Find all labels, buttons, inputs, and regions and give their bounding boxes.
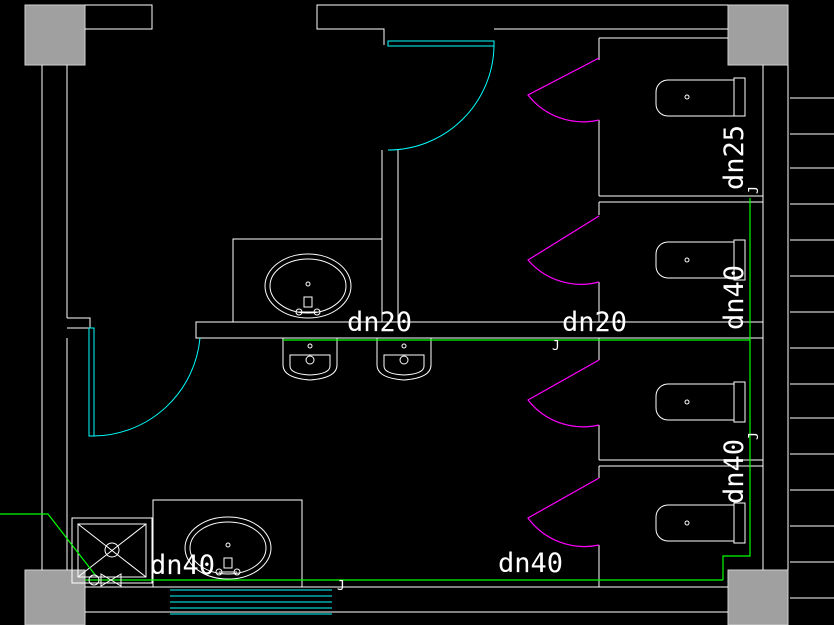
sink-upper: [264, 253, 352, 319]
pipe-inlet-left: [0, 513, 97, 577]
partition-horizontal: [195, 321, 764, 339]
counter-upper: [232, 238, 382, 322]
stall-door-1: [527, 57, 600, 123]
label-dn25: dn25: [719, 125, 750, 190]
stall-door-2: [527, 215, 600, 285]
sinks: [184, 253, 352, 580]
door-leaf-left: [88, 327, 95, 437]
wall-left-notch: [67, 317, 91, 329]
sink-lower: [184, 516, 272, 580]
toilet-4: [655, 502, 746, 544]
toilet-1: [655, 77, 746, 117]
label-dn40-bottom-left: dn40: [150, 550, 215, 581]
main-doors: [88, 40, 495, 437]
toilet-2: [655, 239, 746, 281]
fitting-j3: J: [747, 186, 762, 194]
fitting-j2: J: [337, 579, 345, 594]
stall-door-4: [527, 477, 600, 548]
column-bottom-left: [24, 569, 86, 625]
valve-symbol: [88, 573, 122, 587]
label-dn40-right-lower: dn40: [719, 439, 750, 504]
label-dn20-right: dn20: [562, 307, 627, 338]
label-dn40-right-upper: dn40: [719, 265, 750, 330]
toilets: [655, 77, 746, 544]
columns: [24, 4, 789, 625]
mop-basin: [170, 589, 332, 615]
stall-door-3: [527, 359, 600, 428]
column-bottom-right: [727, 569, 789, 625]
column-top-right: [727, 4, 789, 66]
urinals: [282, 338, 432, 381]
wall-top-left: [85, 4, 153, 30]
label-dn20-left: dn20: [347, 307, 412, 338]
walls: [41, 4, 789, 613]
fitting-j1: J: [552, 339, 560, 354]
fitting-j4: J: [747, 432, 762, 440]
fitting-marks: J J J J: [337, 186, 762, 594]
label-dn40-bottom-mid: dn40: [498, 548, 563, 579]
stall-row-line-3: [599, 459, 764, 467]
toilet-3: [655, 381, 746, 423]
door-swing-top: [387, 45, 495, 151]
pipe-labels: dn20 dn20 dn40 dn40 dn25 dn40 dn40: [150, 125, 750, 581]
urinal-1: [282, 338, 338, 381]
stall-row-line-1: [599, 195, 764, 203]
counter-lower-left: [71, 517, 153, 584]
stall-doors: [527, 57, 600, 548]
pipe-riser-right: [722, 198, 751, 580]
door-swing-left: [93, 337, 201, 437]
urinal-2: [376, 338, 432, 381]
door-leaf-top: [387, 40, 495, 47]
wall-top-right: [316, 4, 728, 45]
water-pipes: [0, 198, 751, 581]
counter-lower: [152, 499, 303, 588]
exterior-grid: [790, 97, 834, 599]
column-top-left: [24, 4, 86, 66]
